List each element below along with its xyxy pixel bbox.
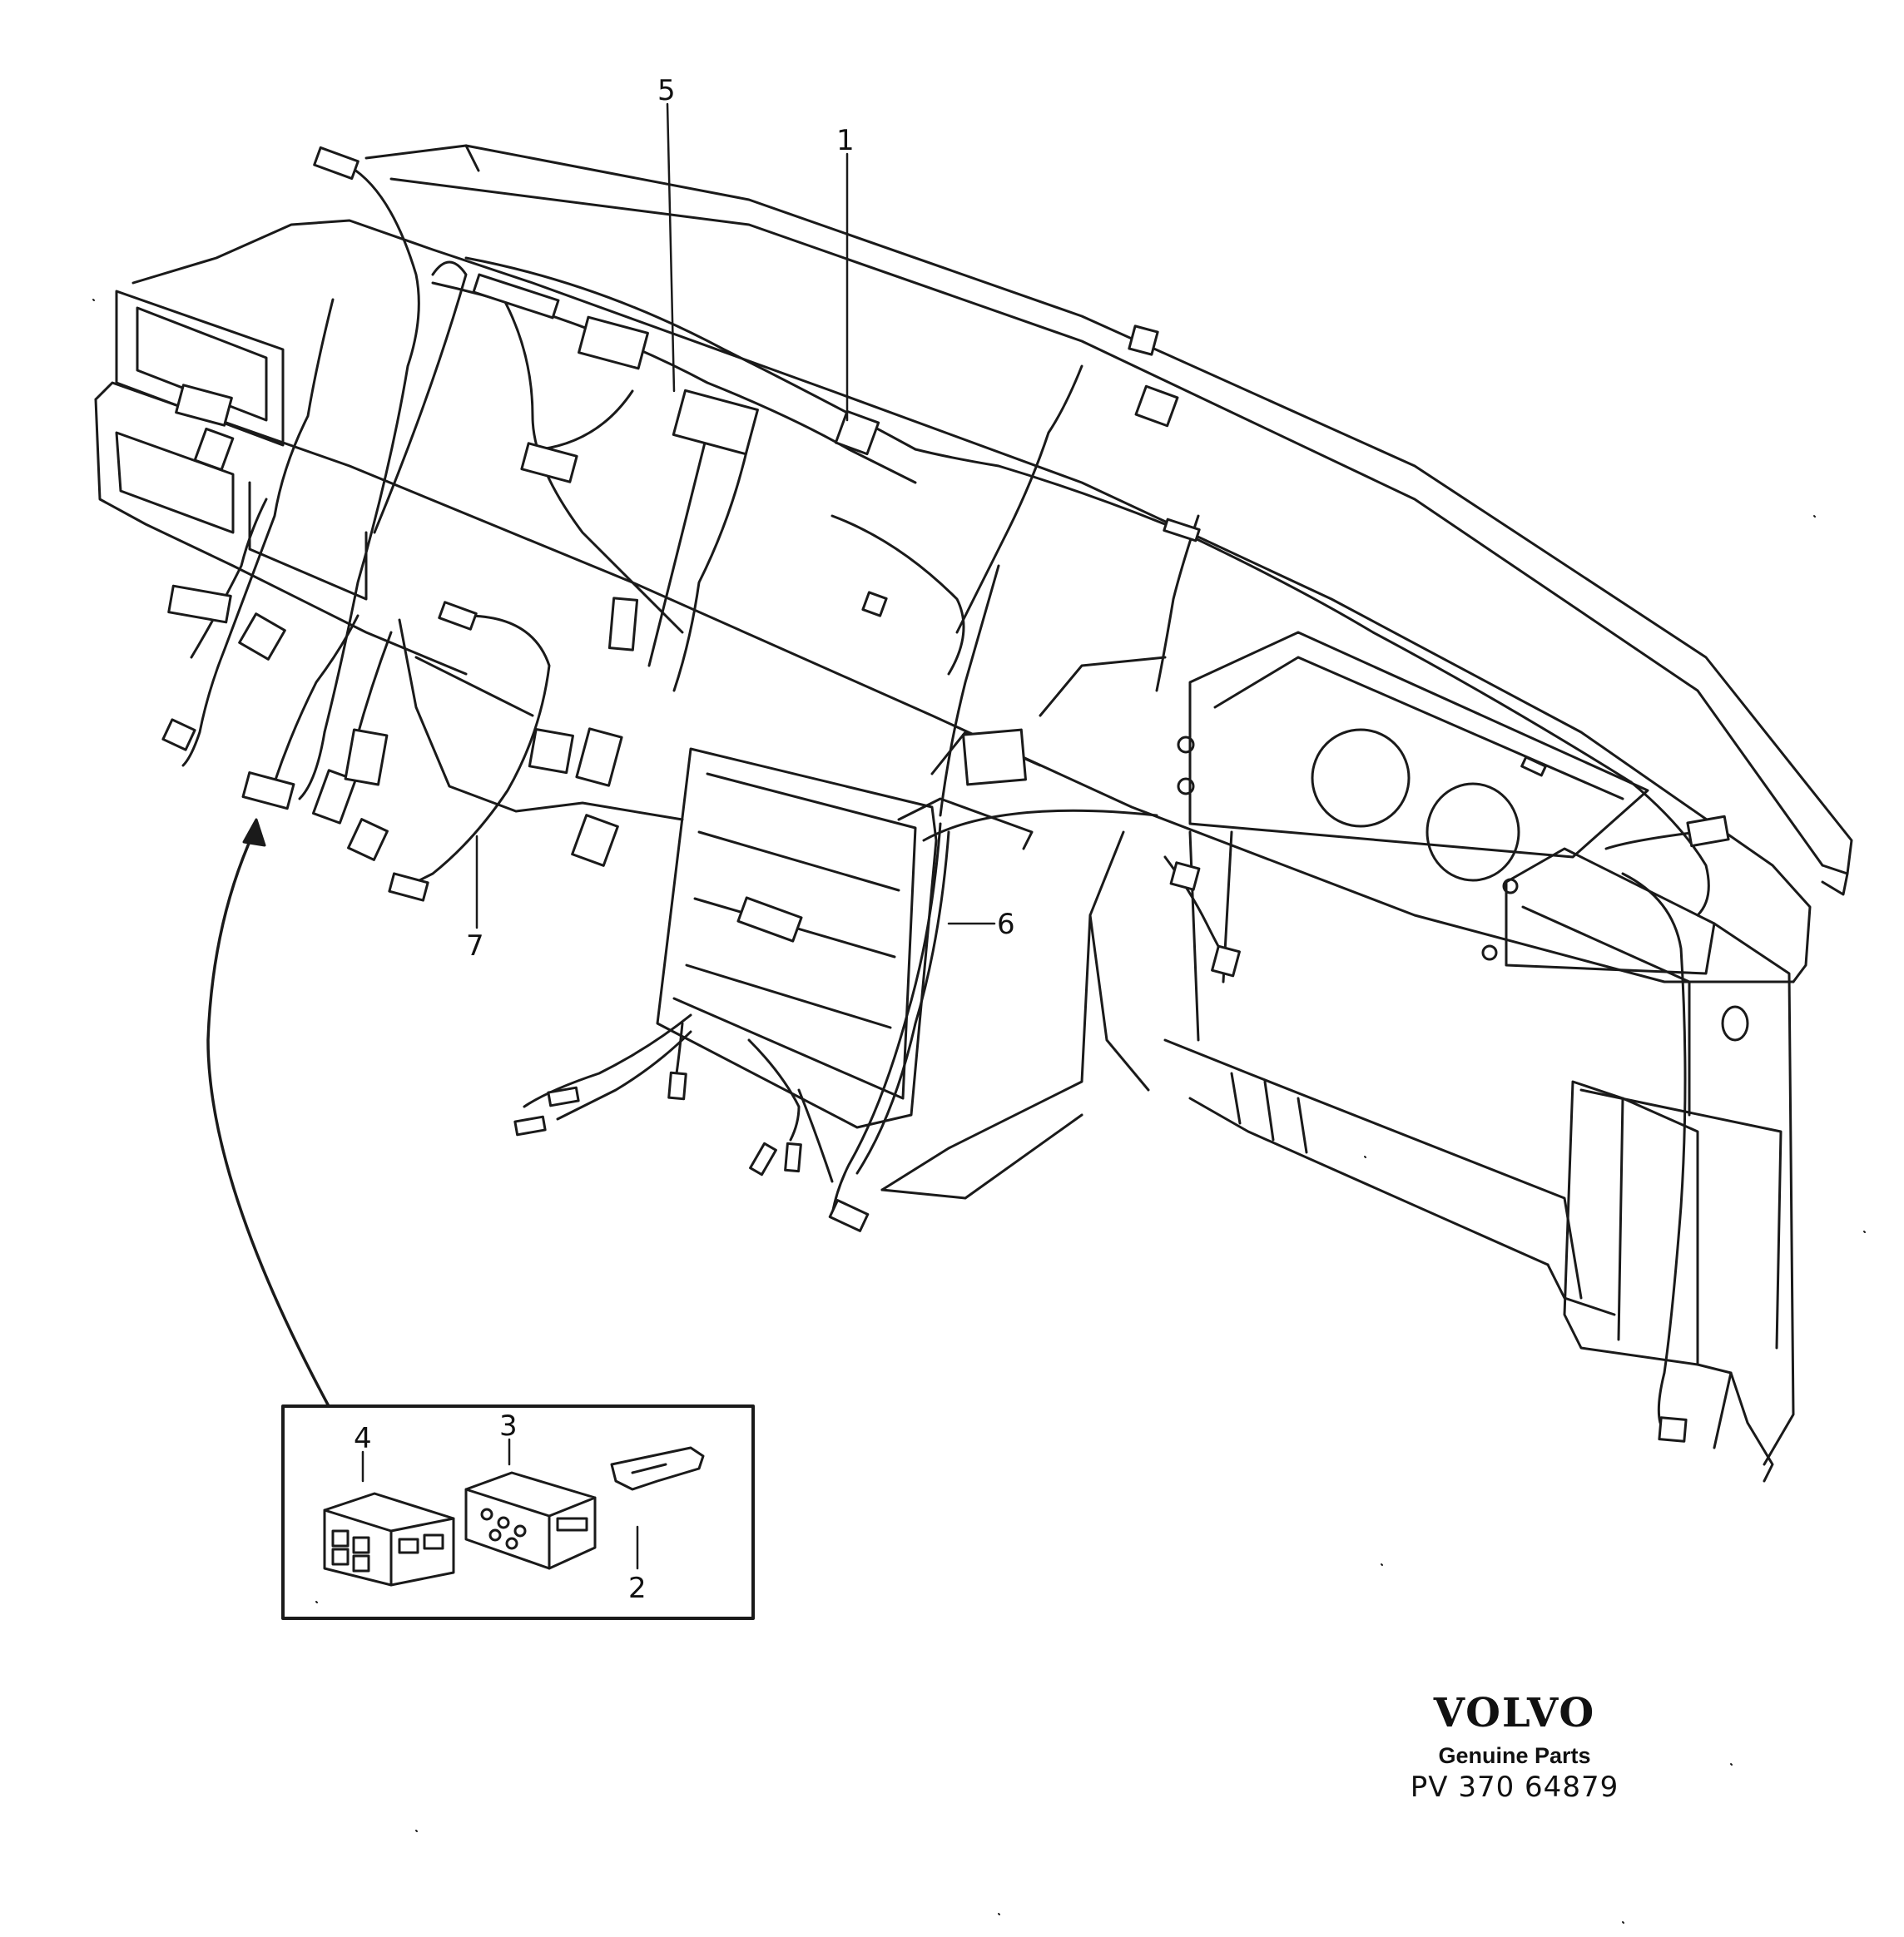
scan-dots xyxy=(92,299,1866,1924)
lower-console-wires xyxy=(523,1013,834,1183)
callout-6: 6 xyxy=(997,908,1015,941)
inset-box xyxy=(281,1404,755,1620)
lower-dash-rail xyxy=(1163,1038,1616,1316)
callout-7: 7 xyxy=(466,929,484,963)
left-harness xyxy=(181,165,468,800)
dashboard-top-ledge xyxy=(364,144,1853,896)
connector-housing-4 xyxy=(323,1492,455,1587)
leader-lines xyxy=(361,102,996,1570)
brand-tagline: Genuine Parts xyxy=(1438,1743,1591,1768)
terminal-pin-2 xyxy=(610,1446,705,1491)
callout-3: 3 xyxy=(499,1409,518,1443)
right-lower-panel xyxy=(1563,1080,1774,1483)
callout-5: 5 xyxy=(657,74,676,107)
diagram-code: PV 370 64879 xyxy=(1410,1771,1619,1804)
volvo-logo: VOLVO xyxy=(1433,1690,1596,1736)
leader-5 xyxy=(666,102,676,393)
reference-arrow xyxy=(206,818,330,1408)
harness-6 xyxy=(831,822,950,1216)
callout-2: 2 xyxy=(628,1572,647,1605)
center-console xyxy=(656,731,1042,1129)
callout-1: 1 xyxy=(836,124,855,157)
connector-housing-3 xyxy=(464,1471,597,1570)
callout-4: 4 xyxy=(354,1422,372,1455)
harness-7 xyxy=(406,614,551,888)
right-end-panel xyxy=(1481,847,1795,1466)
brand-block: VOLVO Genuine Parts PV 370 64879 xyxy=(1381,1693,1648,1804)
connector-blocks xyxy=(161,146,1730,1443)
callout-numbers: 1 5 6 7 4 3 2 xyxy=(354,74,1015,1605)
instrument-cluster xyxy=(1177,631,1649,1042)
transmission-tunnel xyxy=(880,656,1167,1200)
